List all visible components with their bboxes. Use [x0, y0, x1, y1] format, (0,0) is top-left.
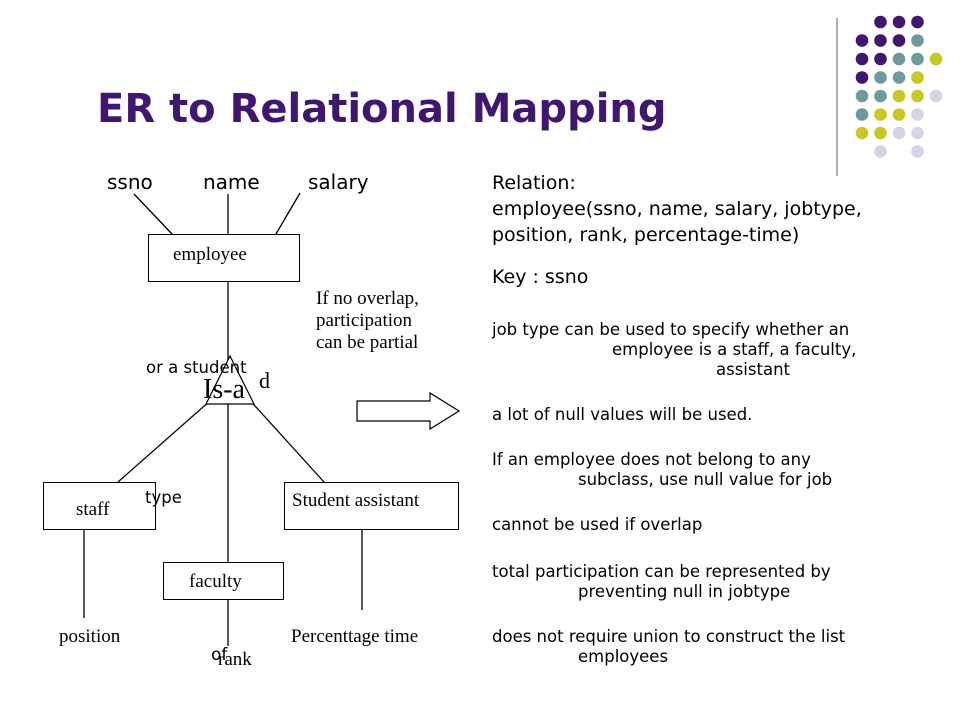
- decor-dot: [874, 15, 887, 29]
- decor-dot: [855, 126, 869, 140]
- decor-dot: [911, 71, 924, 84]
- decor-dot: [874, 126, 887, 140]
- dot-grid: [855, 15, 943, 158]
- attr-rank: rank: [218, 649, 252, 670]
- attr-ssno: ssno: [107, 170, 153, 194]
- decor-dot: [874, 52, 887, 66]
- decor-dot: [911, 108, 924, 121]
- decor-dot: [855, 52, 869, 66]
- decor-dot: [911, 34, 924, 47]
- note-nulls: a lot of null values will be used.: [492, 405, 753, 424]
- decor-dot: [892, 126, 906, 140]
- relation-block: Relation: employee(ssno, name, salary, j…: [492, 170, 862, 248]
- attr-salary: salary: [308, 170, 369, 194]
- decor-dot: [874, 108, 887, 121]
- note-line: preventing null in jobtype: [578, 582, 791, 601]
- arrow-shape: [356, 391, 461, 431]
- decor-dot: [911, 126, 924, 140]
- decor-dot: [892, 89, 906, 103]
- relation-schema-line: position, rank, percentage-time): [492, 224, 800, 246]
- decor-dot: [892, 71, 906, 84]
- decor-dot: [929, 89, 943, 103]
- note-line: employees: [578, 647, 669, 666]
- entity-student-assistant-label: Student assistant: [292, 490, 420, 511]
- decor-dot: [855, 108, 869, 121]
- note-line: assistant: [716, 360, 790, 379]
- entity-staff: staff: [43, 482, 156, 530]
- entity-faculty: faculty: [163, 562, 284, 600]
- relation-key: Key : ssno: [492, 266, 589, 288]
- overlap-note-line: If no overlap,: [316, 288, 419, 309]
- decor-dot: [855, 71, 869, 84]
- page-title: ER to Relational Mapping: [97, 86, 667, 132]
- decor-dot: [911, 89, 924, 103]
- overlap-note-line: can be partial: [316, 332, 419, 353]
- note-subclass: If an employee does not belong to any su…: [492, 450, 832, 490]
- decor-dot: [892, 52, 906, 66]
- entity-employee-label: employee: [173, 244, 247, 265]
- isa-triangle: [205, 354, 255, 405]
- entity-student-assistant: Student assistant: [284, 482, 459, 530]
- entity-staff-label: staff: [76, 499, 110, 520]
- note-line: job type can be used to specify whether …: [492, 320, 850, 339]
- note-line: If an employee does not belong to any: [492, 450, 811, 469]
- decor-dot: [911, 145, 924, 158]
- decor-dot: [911, 52, 924, 66]
- decor-dot: [874, 34, 887, 47]
- relation-schema-line: employee(ssno, name, salary, jobtype,: [492, 198, 862, 220]
- note-line: does not require union to construct the …: [492, 627, 846, 646]
- disjoint-constraint: d: [259, 368, 270, 393]
- decor-dot: [874, 71, 887, 84]
- entity-faculty-label: faculty: [189, 571, 242, 592]
- relation-label: Relation:: [492, 172, 576, 194]
- overlap-note-line: participation: [316, 310, 413, 331]
- decor-dot: [911, 15, 924, 29]
- attr-name: name: [203, 170, 260, 194]
- stray-or-a-student: or a student: [146, 358, 247, 377]
- decor-dot: [892, 15, 906, 29]
- stray-type: type: [145, 488, 182, 507]
- attr-percentage-time: Percenttage time: [291, 626, 419, 647]
- ssno-link: [133, 193, 173, 235]
- note-union: does not require union to construct the …: [492, 627, 845, 667]
- decor-dot: [892, 34, 906, 47]
- entity-employee: employee: [148, 234, 300, 282]
- isa-label: Is-a: [203, 374, 245, 405]
- note-jobtype: job type can be used to specify whether …: [492, 320, 856, 380]
- decor-dot: [929, 52, 943, 66]
- decor-dot: [874, 89, 887, 103]
- note-total: total participation can be represented b…: [492, 562, 831, 602]
- note-line: subclass, use null value for job: [578, 470, 833, 489]
- decor-dot: [874, 145, 887, 158]
- decor-dot: [855, 34, 869, 47]
- overlap-note: If no overlap, participation can be part…: [316, 288, 419, 354]
- note-line: employee is a staff, a faculty,: [612, 340, 857, 359]
- salary-link: [275, 192, 301, 235]
- note-overlap: cannot be used if overlap: [492, 515, 703, 534]
- stray-of: of: [211, 645, 228, 665]
- decor-dot: [892, 108, 906, 121]
- decor-dot: [855, 89, 869, 103]
- note-line: total participation can be represented b…: [492, 562, 831, 581]
- attr-position: position: [59, 626, 121, 647]
